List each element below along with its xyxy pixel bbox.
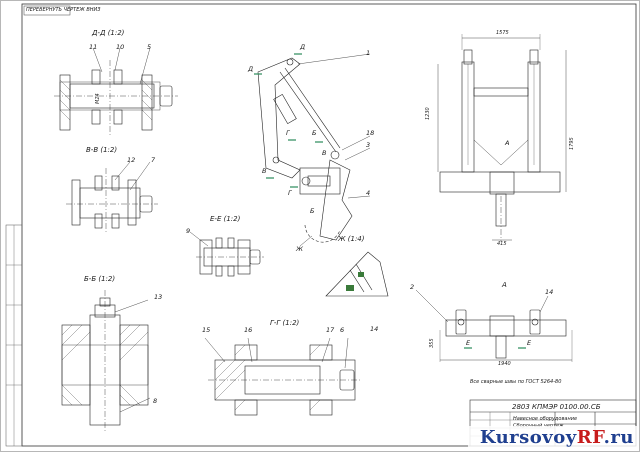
brand-accent: RF bbox=[576, 427, 604, 448]
section-gg-view bbox=[204, 337, 362, 416]
mark-b-top: Б bbox=[312, 129, 317, 137]
callout-6: 6 bbox=[340, 326, 345, 334]
callout-9: 9 bbox=[186, 227, 191, 235]
dim-plan-width: 1940 bbox=[498, 361, 511, 367]
callout-18: 18 bbox=[366, 129, 375, 137]
dim-width-top: 1575 bbox=[496, 30, 509, 36]
callout-14-plan: 14 bbox=[545, 288, 554, 296]
mark-g-top: Г bbox=[286, 129, 290, 137]
view-a-title: А bbox=[502, 281, 507, 289]
callout-2: 2 bbox=[410, 283, 415, 291]
section-dd-title: Д-Д (1:2) bbox=[92, 29, 125, 37]
mark-a: А bbox=[505, 139, 510, 147]
callout-5: 5 bbox=[147, 43, 152, 51]
section-gg-title: Г-Г (1:2) bbox=[270, 319, 300, 327]
brand-backdrop bbox=[468, 426, 638, 450]
mark-v-right: В bbox=[322, 149, 327, 157]
view-zh-title: Ж (1:4) bbox=[338, 235, 365, 243]
callout-17: 17 bbox=[326, 326, 335, 334]
dim-height-left: 1230 bbox=[425, 107, 431, 120]
section-ee-view bbox=[189, 231, 264, 277]
section-ee-title: Е-Е (1:2) bbox=[210, 215, 241, 223]
weld-note: Все сварные швы по ГОСТ 5264-80 bbox=[470, 379, 562, 385]
dim-bolt: М24 bbox=[95, 93, 101, 104]
callout-1: 1 bbox=[366, 49, 371, 57]
brand-main: Kursovoy bbox=[479, 427, 577, 448]
mark-e-left: Е bbox=[466, 339, 471, 347]
mark-d-right: Д bbox=[300, 43, 306, 51]
callout-13: 13 bbox=[154, 293, 163, 301]
top-stamp-box bbox=[23, 5, 71, 16]
brand-watermark[interactable]: KursovoyRF.ru bbox=[480, 427, 634, 448]
mark-zh: Ж bbox=[296, 245, 304, 253]
callout-16: 16 bbox=[244, 326, 253, 334]
callout-3: 3 bbox=[366, 141, 371, 149]
top-stamp-text: ПЕРЕВЕРНУТЬ ЧЕРТЕЖ ВНИЗ bbox=[26, 7, 101, 13]
front-view-frame bbox=[437, 34, 567, 242]
mark-g-bottom: Г bbox=[288, 189, 292, 197]
mark-b-bottom: Б bbox=[310, 207, 315, 215]
dim-height-right: 1795 bbox=[569, 137, 575, 150]
section-vv-title: В-В (1:2) bbox=[86, 146, 118, 154]
callout-11: 11 bbox=[89, 43, 98, 51]
view-zh-detail bbox=[325, 251, 389, 297]
mark-d-left: Д bbox=[248, 65, 254, 73]
callout-10: 10 bbox=[116, 43, 125, 51]
mark-e-right: Е bbox=[527, 339, 532, 347]
side-view-linkage bbox=[254, 53, 371, 247]
brand-suffix: .ru bbox=[603, 427, 634, 448]
section-bb-title: Б-Б (1:2) bbox=[84, 275, 116, 283]
dim-bottom: 415 bbox=[497, 241, 507, 247]
callout-7: 7 bbox=[151, 156, 156, 164]
callout-12: 12 bbox=[127, 156, 136, 164]
plan-view-a bbox=[415, 289, 573, 362]
section-vv-view bbox=[66, 161, 158, 232]
doc-code: 2803 КПМЭР 0100.00.СБ bbox=[512, 403, 601, 411]
mark-v-left: В bbox=[262, 167, 267, 175]
doc-title-line1: Навесное оборудование bbox=[513, 416, 578, 422]
section-bb-view bbox=[61, 290, 151, 432]
section-dd-view bbox=[54, 47, 178, 135]
callout-8: 8 bbox=[153, 397, 158, 405]
callout-4: 4 bbox=[366, 189, 371, 197]
callout-14: 14 bbox=[370, 325, 379, 333]
callout-15: 15 bbox=[202, 326, 211, 334]
dim-plan-height: 355 bbox=[429, 338, 435, 348]
